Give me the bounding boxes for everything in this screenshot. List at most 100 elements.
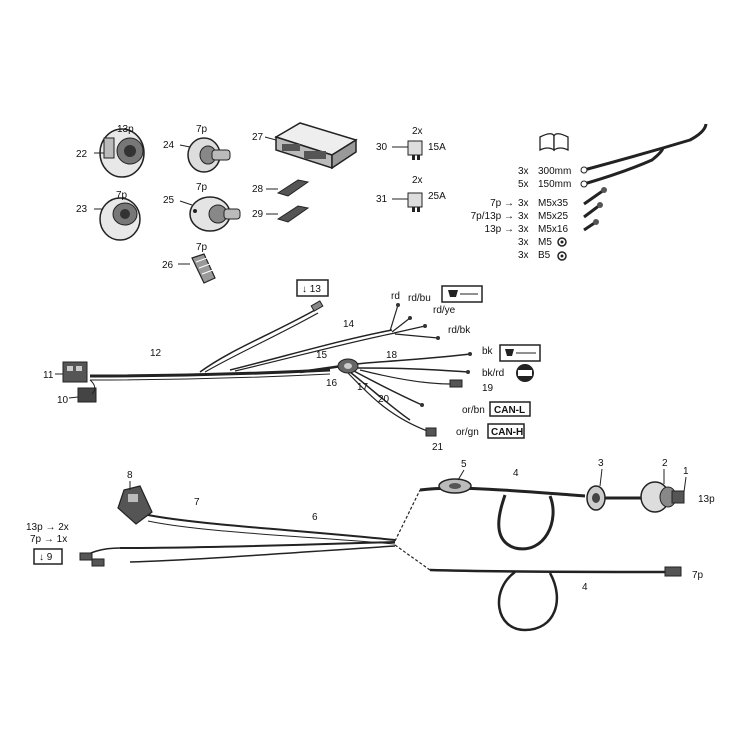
hardware-row-desc: M5x16 — [538, 224, 568, 235]
connector-7p-end-icon — [664, 566, 682, 577]
hardware-row-desc: M5x25 — [538, 211, 568, 222]
seal-26-component — [178, 253, 216, 284]
ref-9-label: ↓ 9 — [39, 552, 53, 563]
can-l-box — [489, 401, 531, 417]
wire-bk-label: bk — [482, 346, 494, 357]
brake-symbol-icon — [516, 364, 534, 382]
hardware-row-desc: M5 — [538, 237, 552, 248]
part-16-label: 16 — [326, 378, 338, 389]
connector-10-icon — [77, 379, 97, 403]
connector-13-plug-icon — [310, 300, 324, 312]
pad-29-component — [266, 205, 310, 223]
grommet-16-17-icon — [337, 358, 359, 374]
fuse-25a-component — [392, 192, 423, 212]
fuse-25a-qty: 2x — [412, 175, 423, 186]
part-30-label: 30 — [376, 142, 388, 153]
lamp-symbol-box-1 — [441, 285, 483, 303]
fuse-15a-rating: 15A — [428, 142, 446, 153]
part-25-label: 25 — [163, 195, 175, 206]
qty-7p-label: 7p → 1x — [30, 534, 67, 545]
hardware-row-desc: 150mm — [538, 179, 571, 190]
part-17-label: 17 — [357, 382, 369, 393]
ref-9-box — [33, 548, 63, 565]
wire-rdbk-label: rd/bk — [448, 325, 471, 336]
part-5-label: 5 — [461, 459, 467, 470]
hardware-row-prefix: 7p/13p → — [471, 211, 514, 222]
hardware-row-qty: 3x — [518, 224, 529, 235]
control-module-component — [264, 122, 358, 170]
can-l-label: CAN-L — [494, 405, 525, 416]
part-7-label: 7 — [194, 497, 200, 508]
socket-13p-component — [94, 128, 145, 178]
part-19-label: 19 — [482, 383, 494, 394]
socket-7p-pins-label: 7p — [116, 190, 128, 201]
socket-13p-part2-icon — [640, 481, 685, 513]
wire-bkrd-label: bk/rd — [482, 368, 504, 379]
connector-9-ends-icon — [79, 552, 105, 567]
part-3-label: 3 — [598, 458, 604, 469]
lower-7p-label: 7p — [692, 570, 704, 581]
hardware-row-qty: 3x — [518, 166, 529, 177]
terminal-21-icon — [425, 427, 437, 437]
part-22-label: 22 — [76, 149, 88, 160]
ref-13-label: ↓ 13 — [302, 284, 321, 295]
grommet-5-icon — [438, 478, 472, 494]
part-29-label: 29 — [252, 209, 264, 220]
pad-28-component — [266, 179, 310, 197]
part-23-label: 23 — [76, 204, 88, 215]
seal-25-component — [179, 196, 241, 232]
part-10-label: 10 — [57, 395, 69, 406]
wire-orgn-label: or/gn — [456, 427, 479, 438]
seal-24-component — [179, 137, 231, 173]
part-1-label: 1 — [683, 466, 689, 477]
part-4b-label: 4 — [582, 582, 588, 593]
nut-m5-icon — [557, 237, 567, 247]
manual-book-icon — [539, 133, 569, 152]
wire-rdye-label: rd/ye — [433, 305, 456, 316]
part-8-label: 8 — [127, 470, 133, 481]
part-12-label: 12 — [150, 348, 162, 359]
seal-3-icon — [586, 485, 606, 511]
part-4a-label: 4 — [513, 468, 519, 479]
part-15-label: 15 — [316, 350, 328, 361]
upper-harness-wires — [89, 304, 471, 433]
hardware-row-qty: 3x — [518, 198, 529, 209]
hardware-row-qty: 3x — [518, 250, 529, 261]
seal-24-pins-label: 7p — [196, 124, 208, 135]
seal-25-pins-label: 7p — [196, 182, 208, 193]
part-27-label: 27 — [252, 132, 264, 143]
fuse-15a-component — [392, 140, 423, 160]
lower-13p-label: 13p — [698, 494, 715, 505]
hardware-row-qty: 5x — [518, 179, 529, 190]
can-h-box — [487, 423, 525, 439]
wire-orbn-label: or/bn — [462, 405, 485, 416]
socket-7p-component — [94, 197, 141, 241]
seal-26-pins-label: 7p — [196, 242, 208, 253]
lamp-symbol-box-2 — [499, 344, 541, 362]
hardware-row-prefix: 7p → — [490, 198, 514, 209]
terminal-19-icon — [449, 379, 463, 388]
qty-13p-label: 13p → 2x — [26, 522, 69, 533]
wire-rd-label: rd — [391, 291, 400, 302]
socket-13p-pins-label: 13p — [117, 124, 134, 135]
part-2-label: 2 — [662, 458, 668, 469]
part-20-label: 20 — [378, 394, 390, 405]
part-11-label: 11 — [43, 370, 54, 381]
can-h-label: CAN-H — [491, 427, 523, 438]
connector-8-icon — [117, 485, 153, 525]
lower-leader-lines — [129, 468, 687, 493]
part-26-label: 26 — [162, 260, 174, 271]
part-28-label: 28 — [252, 184, 264, 195]
hardware-row-qty: 3x — [518, 237, 529, 248]
screw-m5x16-icon — [583, 219, 599, 232]
cable-tie-300-icon — [580, 123, 708, 174]
washer-b5-icon — [557, 251, 567, 261]
wire-terminal-ends — [396, 303, 472, 407]
ref-13-box — [296, 279, 329, 297]
hardware-row-desc: B5 — [538, 250, 551, 261]
lower-harness-wires — [79, 486, 666, 632]
hardware-row-prefix: 13p → — [485, 224, 514, 235]
part-18-label: 18 — [386, 350, 398, 361]
